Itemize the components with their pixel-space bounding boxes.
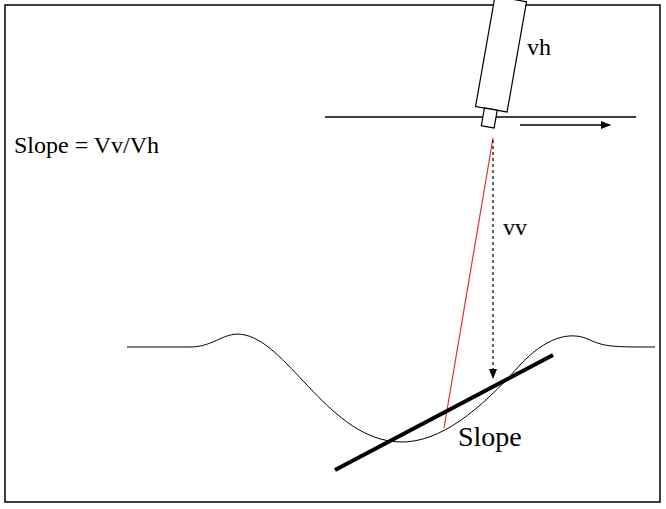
formula-label: Slope = Vv/Vh (14, 132, 159, 158)
velocity-label: vv (503, 214, 527, 240)
sensor-symbol (472, 0, 526, 130)
travel-line (325, 116, 636, 118)
frame (5, 5, 660, 502)
velocity-label: vh (527, 34, 551, 60)
surface-profile (127, 334, 655, 442)
laser-beam (444, 138, 493, 428)
vertical-velocity-arrow (492, 140, 493, 378)
slope-line (335, 355, 553, 470)
velocity-arrow (520, 124, 610, 126)
slope-label: Slope (458, 422, 522, 453)
